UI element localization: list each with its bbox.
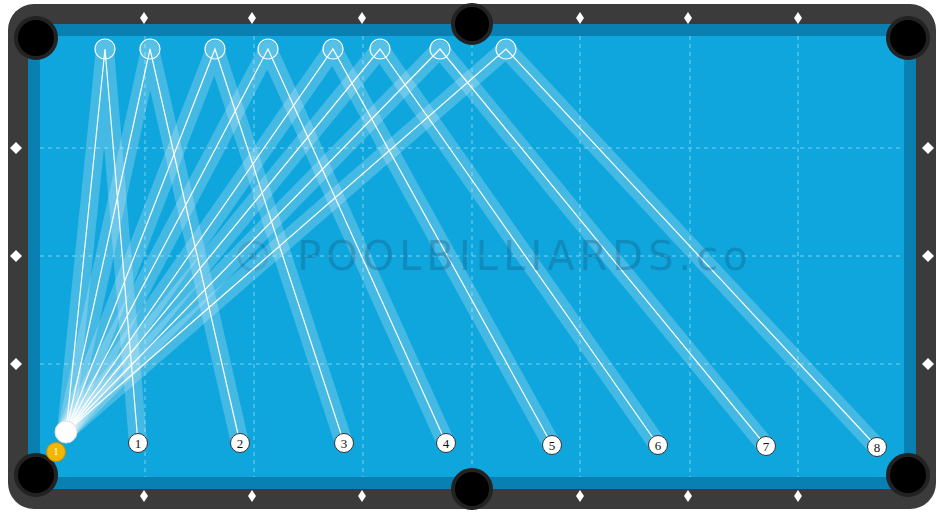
ball-number: 7 bbox=[763, 440, 770, 453]
ball-number: 2 bbox=[237, 437, 244, 450]
numbered-ball: 7 bbox=[756, 436, 776, 456]
ball-number: 8 bbox=[874, 441, 881, 454]
numbered-ball: 1 bbox=[46, 442, 66, 462]
ball-number: 4 bbox=[443, 437, 450, 450]
numbered-ball: 8 bbox=[867, 437, 887, 457]
numbered-ball: 4 bbox=[436, 433, 456, 453]
numbered-ball: 1 bbox=[128, 433, 148, 453]
ball-number: 6 bbox=[655, 439, 662, 452]
numbered-ball: 2 bbox=[230, 433, 250, 453]
ball-number: 3 bbox=[341, 437, 348, 450]
numbered-ball: 3 bbox=[334, 433, 354, 453]
numbered-ball: 5 bbox=[542, 435, 562, 455]
ball-number: 1 bbox=[135, 437, 142, 450]
numbered-ball: 6 bbox=[648, 435, 668, 455]
watermark: POOLBILLIARDS.co bbox=[297, 233, 753, 279]
ball-number: 1 bbox=[54, 447, 59, 457]
ball-number: 5 bbox=[549, 439, 556, 452]
